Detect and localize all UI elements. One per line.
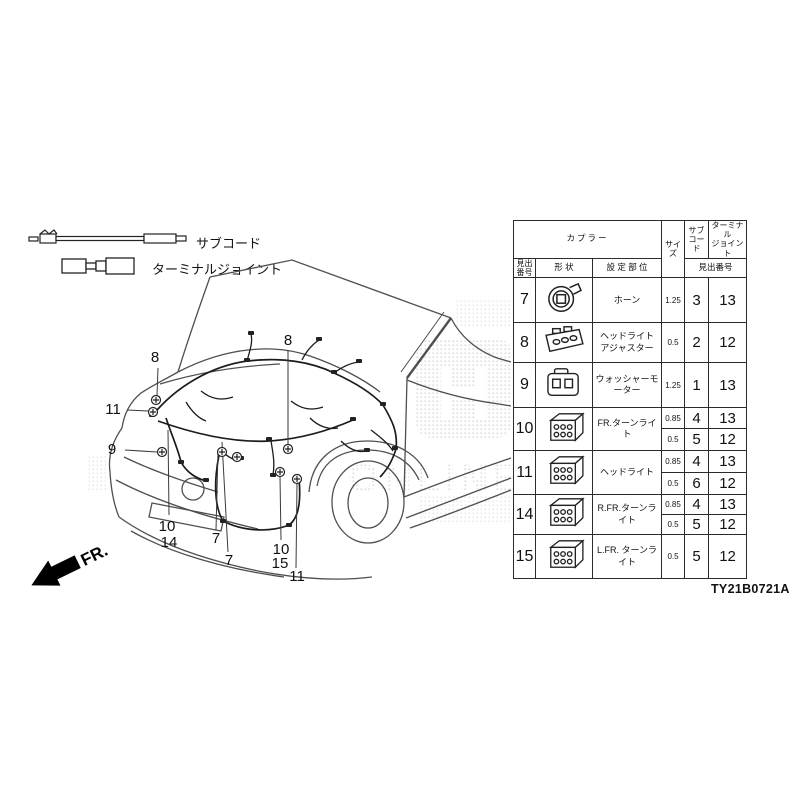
- connector-shape-cube-icon: [535, 450, 593, 496]
- row-index: 9: [513, 362, 536, 409]
- row-index: 15: [513, 534, 536, 580]
- sub-cord-icon: [28, 229, 187, 244]
- wire-size: 0.85: [661, 450, 686, 474]
- terminal-joint-no: 13: [708, 277, 748, 324]
- header-sub-cord: サブ コード: [684, 220, 710, 259]
- header-index-no: 見出 番号: [513, 257, 536, 279]
- sub-cord-no: 1: [684, 362, 710, 409]
- row-index: 14: [513, 494, 536, 536]
- table-row[interactable]: 0.5 5 12: [514, 428, 748, 452]
- svg-text:ONLINE: ONLINE: [348, 457, 515, 501]
- car-body-outline: [108, 259, 512, 580]
- terminal-joint-no: 13: [708, 362, 748, 409]
- part-location: R.FR.ターンライト: [591, 494, 663, 536]
- part-location: ヘッドライト アジャスター: [591, 322, 663, 364]
- header-location: 設 定 部 位: [591, 257, 663, 279]
- terminal-joint-no: 12: [708, 472, 748, 496]
- table-row[interactable]: 11 ヘッドライト 0.85 4 13: [513, 450, 748, 496]
- wire-size: 1.25: [661, 362, 686, 409]
- sub-cord-no: 3: [684, 277, 710, 324]
- connector-table: カプラー サイズ サブ コード ターミナル ジョイント 見出 番号 形 状 設 …: [512, 219, 748, 580]
- row-index: 7: [513, 277, 536, 324]
- part-location: ウォッシャーモーター: [591, 362, 663, 409]
- connector-shape-boxy-icon: [535, 362, 593, 409]
- terminal-joint-no: 12: [708, 514, 748, 536]
- connector-markers: [147, 394, 303, 485]
- wire-size: 0.5: [661, 428, 686, 452]
- connector-shape-round-icon: [535, 277, 593, 324]
- wire-harness-drawing: [151, 333, 398, 531]
- wire-size: 1.25: [661, 277, 686, 324]
- sub-cord-no: 4: [684, 494, 710, 516]
- sub-cord-no: 2: [684, 322, 710, 364]
- car-harness-diagram: H ONLINE: [88, 259, 515, 580]
- sub-cord-no: 5: [684, 534, 710, 580]
- table-row[interactable]: 7 ホーン 1.25 3 13: [513, 277, 748, 324]
- wire-size: 0.5: [661, 322, 686, 364]
- callout-15[interactable]: 15: [271, 555, 289, 572]
- callout-8-left[interactable]: 8: [150, 349, 160, 366]
- terminal-joint-label: ターミナルジョイント: [152, 262, 283, 277]
- callout-leader-lines: [124, 350, 298, 569]
- connector-shape-wide-icon: [535, 322, 593, 364]
- callout-11-b[interactable]: 11: [289, 568, 305, 585]
- row-index: 11: [513, 450, 536, 496]
- row-index: 10: [513, 407, 536, 452]
- part-location: ヘッドライト: [591, 450, 663, 496]
- sub-cord-no: 5: [684, 514, 710, 536]
- callout-11-left[interactable]: 11: [105, 401, 121, 418]
- terminal-joint-no: 13: [708, 407, 748, 430]
- table-row[interactable]: 10 FR.ターンライト 0.85 4 13: [513, 407, 748, 452]
- callout-9[interactable]: 9: [107, 441, 117, 458]
- terminal-joint-no: 13: [708, 450, 748, 474]
- header-terminal-joint: ターミナル ジョイント: [708, 220, 748, 259]
- terminal-joint-no: 12: [708, 322, 748, 364]
- sub-cord-no: 4: [684, 407, 710, 430]
- header-size: サイズ: [661, 219, 686, 279]
- header-shape: 形 状: [535, 257, 593, 279]
- arrow-left-icon: [31, 555, 81, 586]
- table-row[interactable]: 15 L.FR. ターンライト 0.5 5 12: [513, 534, 748, 580]
- part-location: L.FR. ターンライト: [591, 534, 663, 580]
- connector-shape-cube-icon: [535, 407, 593, 452]
- callout-10-a[interactable]: 10: [158, 518, 176, 535]
- callout-10-b[interactable]: 10: [272, 541, 290, 558]
- sub-cord-no: 6: [684, 472, 710, 496]
- callout-7-a[interactable]: 7: [211, 530, 221, 547]
- connector-shape-cube-icon: [535, 534, 593, 580]
- table-row[interactable]: 8 ヘッドライト アジャスター 0.5 2 12: [513, 322, 748, 364]
- wire-size: 0.5: [661, 472, 686, 496]
- svg-text:H: H: [436, 352, 491, 437]
- terminal-joint-icon: [61, 257, 135, 275]
- row-index: 8: [513, 322, 536, 364]
- callout-7-b[interactable]: 7: [224, 552, 234, 569]
- terminal-joint-no: 12: [708, 534, 748, 580]
- fr-direction-arrow: FR.: [31, 541, 111, 586]
- sub-cord-no: 4: [684, 450, 710, 474]
- table-row[interactable]: 0.5 6 12: [514, 472, 748, 496]
- wire-size: 0.5: [661, 514, 686, 536]
- sub-cord-label: サブコード: [196, 236, 262, 251]
- terminal-joint-no: 13: [708, 494, 748, 516]
- wire-size: 0.5: [661, 534, 686, 580]
- table-row[interactable]: 9 ウォッシャーモーター 1.25 1 13: [513, 362, 748, 409]
- fr-label: FR.: [78, 541, 111, 570]
- drawing-code: TY21B0721A: [711, 582, 790, 596]
- header-coupler: カプラー: [512, 220, 663, 259]
- part-location: ホーン: [591, 277, 663, 324]
- header-index-no-span: 見出番号: [684, 257, 748, 279]
- callout-14[interactable]: 14: [160, 534, 178, 551]
- terminal-joint-no: 12: [708, 428, 748, 452]
- sub-cord-no: 5: [684, 428, 710, 452]
- connector-shape-cube-icon: [535, 494, 593, 536]
- wire-size: 0.85: [661, 494, 686, 516]
- callout-8-center[interactable]: 8: [283, 332, 293, 349]
- wire-size: 0.85: [661, 407, 686, 430]
- table-row[interactable]: 14 R.FR.ターンライト 0.85 4 13: [513, 494, 748, 536]
- part-location: FR.ターンライト: [591, 407, 663, 452]
